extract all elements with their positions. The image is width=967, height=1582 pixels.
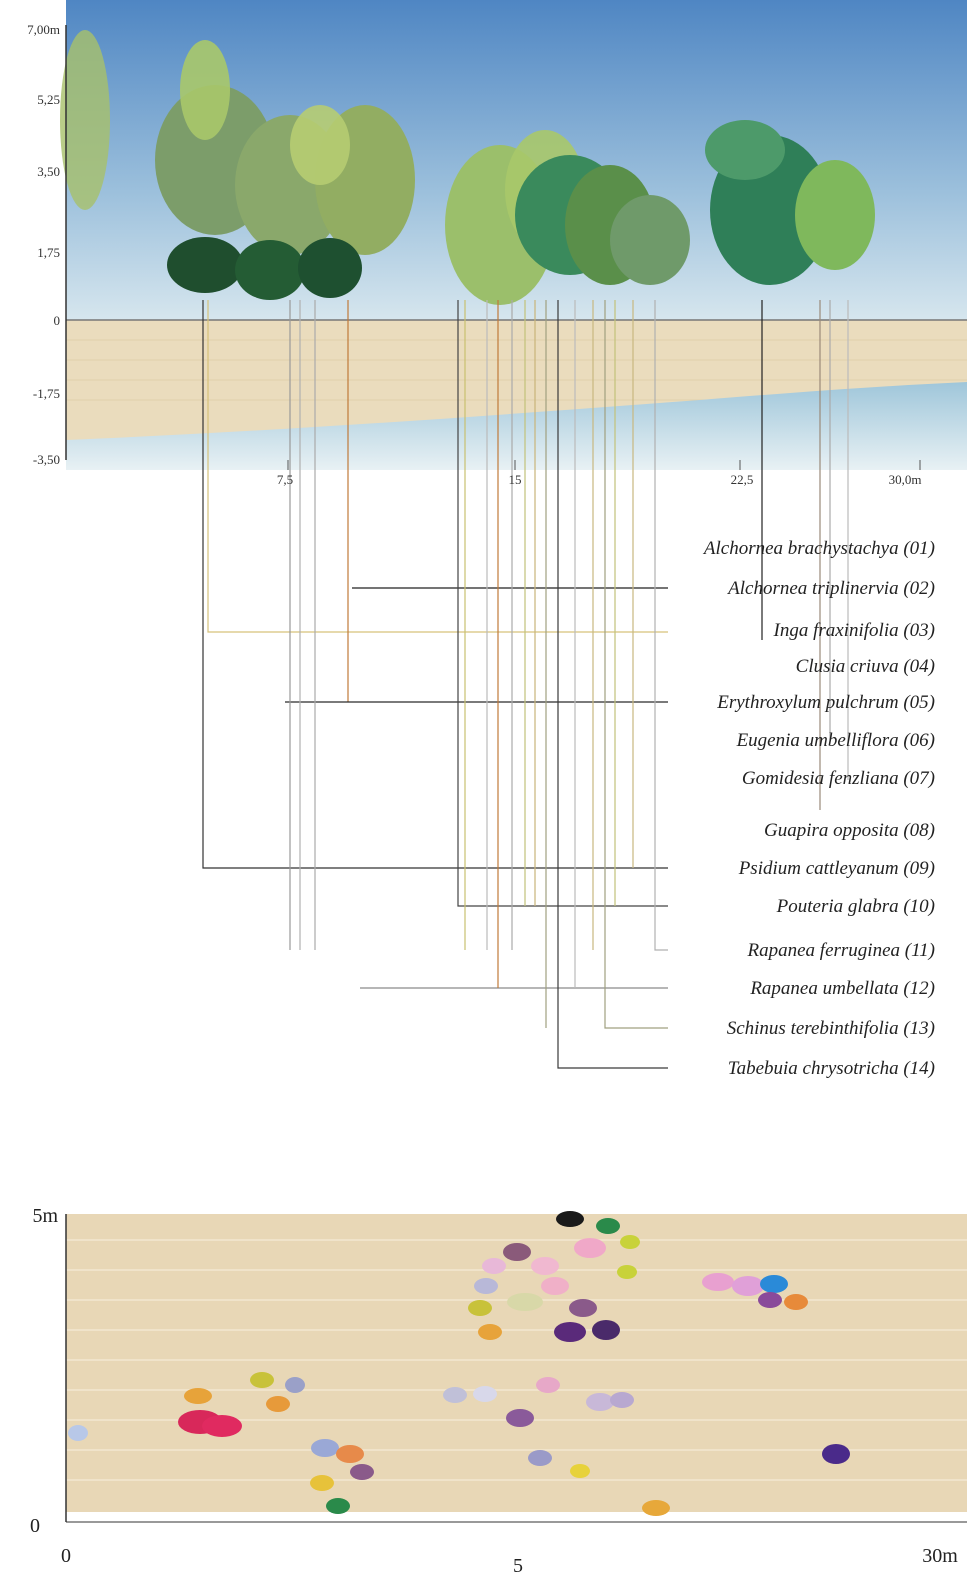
species-label: Rapanea ferruginea (11) [747,940,936,961]
plan-x-tick-label: 0 [61,1545,71,1567]
y-tick-label: 7,00m [27,22,60,37]
species-label: Tabebuia chrysotricha (14) [728,1058,935,1079]
tree-crown [266,1396,290,1412]
tree-crown [443,1387,467,1403]
tree-crown [596,1218,620,1234]
tree-crown [617,1265,637,1279]
tree-crown [822,1444,850,1464]
tree-crown [336,1445,364,1463]
tree-crown [642,1500,670,1516]
species-label: Pouteria glabra (10) [776,896,935,917]
tree-crown [184,1388,212,1404]
x-tick-label: 22,5 [731,472,754,487]
species-label: Clusia criuva (04) [796,656,935,677]
tree-crown [620,1235,640,1249]
tree-crown [202,1415,242,1437]
tree-crown [570,1464,590,1478]
species-label: Alchornea brachystachya (01) [702,538,935,559]
profile-y-ticks: 7,00m 5,25 3,50 1,75 0 -1,75 -3,50 [27,22,60,467]
tree-crown [468,1300,492,1316]
x-tick-label: 30,0m [889,472,922,487]
tree-crown [350,1464,374,1480]
tree-crown [507,1293,543,1311]
y-tick-label: -3,50 [33,452,60,467]
tree-crown [474,1278,498,1294]
plan-x-tick-label: 30m [922,1545,958,1567]
tree-crown [68,1425,88,1441]
tree-crown [478,1324,502,1340]
tree-crown [311,1439,339,1457]
tree-crown [310,1475,334,1491]
species-legend: Alchornea brachystachya (01) Alchornea t… [702,538,935,1079]
tree-crown [531,1257,559,1275]
tree-crown [528,1450,552,1466]
tree-crown [482,1258,506,1274]
tree-crown [503,1243,531,1261]
tree-crown [541,1277,569,1295]
tree-crown [610,1392,634,1408]
vegetation-profile-diagram: 7,00m 5,25 3,50 1,75 0 -1,75 -3,50 7,5 1… [0,0,967,1130]
tree-crown [556,1211,584,1227]
y-tick-label: -1,75 [33,386,60,401]
y-tick-label: 5,25 [37,92,60,107]
species-label: Gomidesia fenzliana (07) [742,768,935,789]
tree-crown [554,1322,586,1342]
tree-crown [250,1372,274,1388]
species-label: Alchornea triplinervia (02) [726,578,935,599]
species-label: Rapanea umbellata (12) [749,978,935,999]
plan-y-tick-label: 5m [32,1205,58,1227]
plan-x-tick-label: 5 [513,1555,523,1577]
species-label: Schinus terebinthifolia (13) [727,1018,935,1039]
species-label: Inga fraxinifolia (03) [773,620,935,641]
y-tick-label: 3,50 [37,164,60,179]
species-label: Psidium cattleyanum (09) [738,858,935,879]
tree-crown [574,1238,606,1258]
tree-crown [702,1273,734,1291]
ground-plan-diagram: 5m 0 0 5 30m [0,1190,967,1582]
y-tick-label: 0 [54,313,61,328]
species-label: Eugenia umbelliflora (06) [736,730,935,751]
species-label: Guapira opposita (08) [764,820,935,841]
species-label: Erythroxylum pulchrum (05) [716,692,935,713]
y-tick-label: 1,75 [37,245,60,260]
tree-crown [326,1498,350,1514]
tree-crown [569,1299,597,1317]
tree-crown [506,1409,534,1427]
tree-crown [732,1276,764,1296]
x-tick-label: 7,5 [277,472,293,487]
x-tick-label: 15 [509,472,522,487]
tree-crown [758,1292,782,1308]
tree-crown [592,1320,620,1340]
tree-crown [586,1393,614,1411]
tree-crown [473,1386,497,1402]
tree-crown [760,1275,788,1293]
plan-y-tick-label: 0 [30,1515,40,1537]
tree-crown [285,1377,305,1393]
tree-crown [784,1294,808,1310]
tree-crown [536,1377,560,1393]
